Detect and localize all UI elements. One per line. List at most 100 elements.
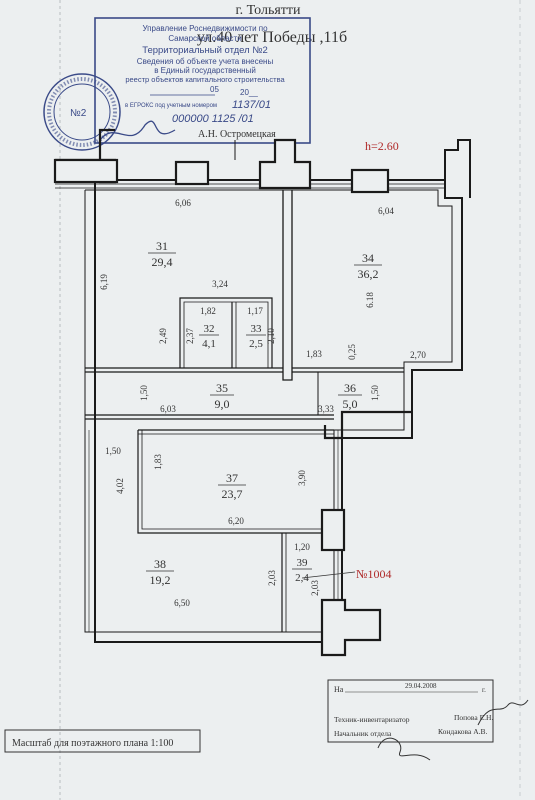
dim-3-33: 3,33 bbox=[318, 404, 334, 414]
dim-1-50-c: 1,50 bbox=[105, 446, 121, 456]
technician-signature bbox=[477, 699, 529, 726]
dim-6-18: 6.18 bbox=[365, 292, 375, 308]
room-31: 31 29,4 bbox=[148, 239, 176, 269]
stamp-line-1: Управление Роснедвижимости по bbox=[142, 24, 268, 33]
technician-name: Попова Е.Н. bbox=[454, 713, 493, 722]
room-labels: 31 29,4 32 4,1 33 2,5 34 36,2 35 9,0 36 … bbox=[146, 239, 382, 587]
room-37-id: 37 bbox=[226, 471, 238, 485]
dim-1-83: 1,83 bbox=[306, 349, 322, 359]
room-38-id: 38 bbox=[154, 557, 166, 571]
room-37-area: 23,7 bbox=[222, 487, 243, 501]
dim-4-02: 4,02 bbox=[115, 478, 125, 494]
stamp-signer: А.Н. Остромецкая bbox=[198, 129, 276, 140]
stamp-line-4: Сведения об объекте учета внесены bbox=[137, 57, 274, 66]
outer-wall bbox=[55, 179, 463, 643]
ceiling-height: h=2.60 bbox=[365, 139, 399, 153]
column-window-1 bbox=[174, 160, 210, 186]
room-34-area: 36,2 bbox=[358, 267, 379, 281]
dim-3-90: 3,90 bbox=[297, 470, 307, 486]
stair-wall bbox=[323, 410, 412, 440]
dim-1-17: 1,17 bbox=[247, 306, 263, 316]
room-32: 32 4,1 bbox=[199, 323, 219, 350]
dim-2-03-a: 2,03 bbox=[267, 570, 277, 586]
column-center bbox=[258, 138, 312, 190]
room-38-area: 19,2 bbox=[150, 573, 171, 587]
room-37-wall bbox=[137, 430, 334, 534]
partition-31-34 bbox=[282, 190, 293, 381]
room-34-id: 34 bbox=[362, 251, 374, 265]
stamp-reg-number: 1137/01 bbox=[232, 99, 271, 111]
stamp-date-day: 05 bbox=[210, 85, 219, 94]
corner-pilaster bbox=[444, 139, 471, 198]
room-36-area: 5,0 bbox=[343, 397, 358, 411]
dim-6-03: 6,03 bbox=[160, 404, 176, 414]
room-31-area: 29,4 bbox=[152, 255, 173, 269]
column-left bbox=[53, 158, 119, 184]
room-36-id: 36 bbox=[344, 381, 356, 395]
scale-label: Масштаб для поэтажного плана 1:100 bbox=[12, 738, 173, 749]
dim-1-50-b: 1,50 bbox=[370, 385, 380, 401]
dim-1-82: 1,82 bbox=[200, 306, 216, 316]
seal-outer-ring bbox=[43, 73, 121, 151]
approval-frame bbox=[327, 679, 494, 743]
chief-signature bbox=[377, 737, 431, 761]
room-35-id: 35 bbox=[216, 381, 228, 395]
registration-stamp: Управление Роснедвижимости по Самарской … bbox=[94, 17, 311, 144]
plan-columns bbox=[53, 128, 412, 657]
column-right-mid bbox=[320, 508, 346, 552]
column-window-2 bbox=[350, 168, 390, 194]
dim-2-10: 2,10 bbox=[266, 328, 276, 344]
stamp-line-3: Территориальный отдел №2 bbox=[142, 45, 268, 56]
room-33: 33 2,5 bbox=[246, 323, 266, 350]
dim-2-70: 2,70 bbox=[410, 350, 426, 360]
dim-0-25: 0,25 bbox=[347, 344, 357, 360]
room-35-area: 9,0 bbox=[215, 397, 230, 411]
dim-6-06: 6,06 bbox=[175, 198, 191, 208]
room-32-area: 4,1 bbox=[202, 338, 216, 350]
dim-6-20: 6,20 bbox=[228, 516, 244, 526]
approval-date: 29.04.2008 bbox=[405, 682, 437, 690]
inner-wall bbox=[84, 189, 453, 633]
dim-1-50-a: 1,50 bbox=[139, 385, 149, 401]
city-name: г. Тольятти bbox=[235, 3, 301, 18]
column-right-bottom bbox=[320, 598, 382, 657]
approval-na-label: На bbox=[334, 685, 344, 694]
room-37: 37 23,7 bbox=[218, 471, 246, 501]
dim-3-24: 3,24 bbox=[212, 279, 228, 289]
dim-2-37: 2,37 bbox=[185, 328, 195, 344]
dim-6-50: 6,50 bbox=[174, 598, 190, 608]
chief-label: Начальник отдела bbox=[334, 729, 392, 738]
stamp-date-year: 20__ bbox=[240, 88, 258, 97]
room-34: 34 36,2 bbox=[354, 251, 382, 281]
round-seal: №2 bbox=[43, 73, 121, 151]
dimension-labels: 6,06 6,04 6,19 3,24 6.18 1,82 1,17 2,49 … bbox=[99, 198, 426, 608]
stamp-line-6: реестр объектов капитального строительст… bbox=[125, 75, 285, 84]
stamp-line-5: в Единый государственный bbox=[154, 66, 256, 75]
dim-2-49: 2,49 bbox=[158, 328, 168, 344]
stamp-reg-label: в ЕГРОКС под учетным номером bbox=[125, 103, 217, 109]
seal-lettering bbox=[47, 77, 117, 147]
seal-inner-ring bbox=[53, 83, 111, 141]
dim-6-04: 6,04 bbox=[378, 206, 394, 216]
room-35: 35 9,0 bbox=[210, 381, 234, 411]
premise-number: №1004 bbox=[356, 567, 391, 581]
room-32-id: 32 bbox=[204, 323, 215, 335]
scale-frame bbox=[4, 729, 201, 753]
approval-block: На 29.04.2008 г. Техник-инвентаризатор П… bbox=[327, 679, 529, 761]
room-31-id: 31 bbox=[156, 239, 168, 253]
dim-2-03-b: 2,03 bbox=[310, 580, 320, 596]
premise-leader-line bbox=[301, 571, 356, 579]
room-37-wall-inner bbox=[141, 430, 334, 530]
room-38: 38 19,2 bbox=[146, 557, 174, 587]
dim-6-19: 6,19 bbox=[99, 274, 109, 290]
room-36: 36 5,0 bbox=[338, 381, 362, 411]
approval-year-suffix: г. bbox=[482, 686, 486, 694]
stamp-number-2: 000000 1125 /01 bbox=[172, 113, 254, 125]
technician-label: Техник-инвентаризатор bbox=[334, 715, 410, 724]
room-33-area: 2,5 bbox=[249, 338, 263, 350]
wc-block-inner bbox=[183, 301, 269, 368]
dim-1-20: 1,20 bbox=[294, 542, 310, 552]
